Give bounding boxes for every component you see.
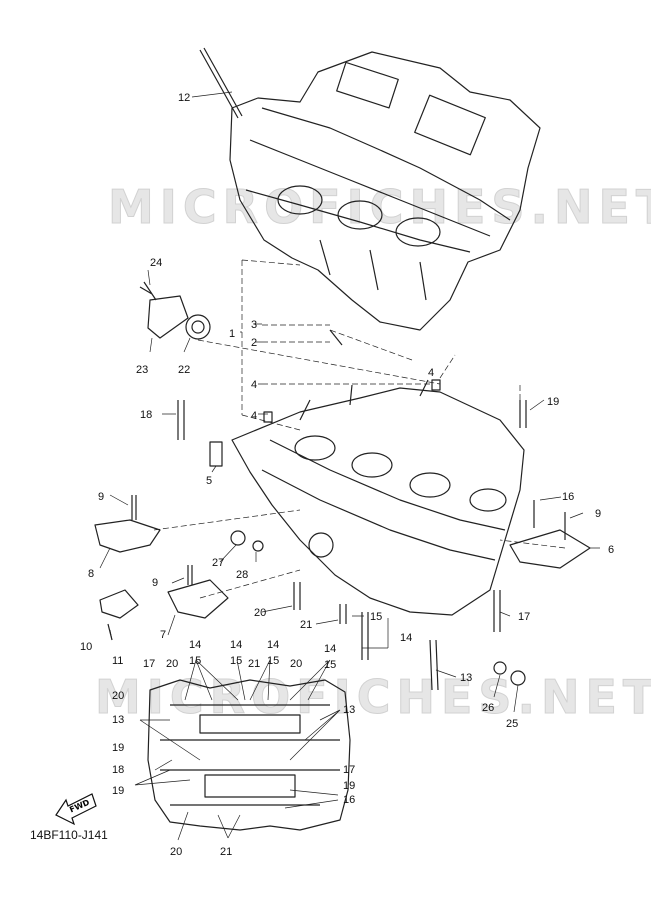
callout-4b: 4 xyxy=(251,410,257,422)
callout-5: 5 xyxy=(206,475,212,487)
callout-14-c: 14 xyxy=(267,639,279,651)
dowel-4 xyxy=(431,379,441,391)
callout-21-mid: 21 xyxy=(300,619,312,631)
callout-18-bottom: 18 xyxy=(112,764,124,776)
callout-4c: 4 xyxy=(428,367,434,379)
lower-crankcase xyxy=(231,387,525,616)
bolt-9a xyxy=(131,495,137,520)
callout-8: 8 xyxy=(88,568,94,580)
bolt-9b xyxy=(187,565,193,585)
watermark-bottom: MICROFICHES.NET xyxy=(94,670,651,725)
callout-27: 27 xyxy=(212,557,224,569)
callout-16-top: 16 xyxy=(562,491,574,503)
callout-15-a: 15 xyxy=(189,655,201,667)
stud-bolt xyxy=(199,47,243,119)
jet-2 xyxy=(329,329,343,346)
callout-16-bottom: 16 xyxy=(343,794,355,806)
bolt-14 xyxy=(361,612,369,660)
callout-9b: 9 xyxy=(595,508,601,520)
callout-2: 2 xyxy=(251,337,257,349)
callout-10: 10 xyxy=(80,641,92,653)
callout-21-a: 21 xyxy=(248,658,260,670)
callout-20-d: 20 xyxy=(170,846,182,858)
bolt-20 xyxy=(293,582,301,610)
plate-6 xyxy=(509,529,591,569)
crankcase-bottom-view xyxy=(147,679,351,831)
callout-17-bottom-right: 17 xyxy=(343,764,355,776)
callout-19-a: 19 xyxy=(112,742,124,754)
callout-24: 24 xyxy=(150,257,162,269)
plate-8 xyxy=(94,519,161,553)
callout-14-b: 14 xyxy=(230,639,242,651)
callout-6: 6 xyxy=(608,544,614,556)
callout-20-mid: 20 xyxy=(254,607,266,619)
plate-7 xyxy=(167,579,229,619)
callout-1: 1 xyxy=(229,328,235,340)
callout-14-a: 14 xyxy=(189,639,201,651)
callout-15-b: 15 xyxy=(230,655,242,667)
bolt-24 xyxy=(139,281,157,301)
callout-11: 11 xyxy=(112,655,123,667)
callout-14-mid: 14 xyxy=(400,632,412,644)
callout-25: 25 xyxy=(506,718,518,730)
callout-9c: 9 xyxy=(152,577,158,589)
callout-15-d: 15 xyxy=(324,659,336,671)
callout-17-bottom-left: 17 xyxy=(143,658,155,670)
callout-20-a: 20 xyxy=(166,658,178,670)
bolt-21 xyxy=(339,604,347,624)
callout-18-top: 18 xyxy=(140,409,152,421)
callout-20-b: 20 xyxy=(290,658,302,670)
callout-3: 3 xyxy=(251,319,257,331)
callout-19-c: 19 xyxy=(343,780,355,792)
callout-4a: 4 xyxy=(251,379,257,391)
callout-13-left: 13 xyxy=(112,714,124,726)
plug-27 xyxy=(230,530,246,546)
callout-22: 22 xyxy=(178,364,190,376)
bracket-23 xyxy=(147,295,189,339)
callout-28: 28 xyxy=(236,569,248,581)
callout-13-mid: 13 xyxy=(460,672,472,684)
bolt-17 xyxy=(493,590,501,632)
bracket-10 xyxy=(99,589,139,619)
plug-5 xyxy=(209,441,223,467)
callout-26: 26 xyxy=(482,702,494,714)
callout-23: 23 xyxy=(136,364,148,376)
callout-20-c: 20 xyxy=(112,690,124,702)
callout-13-right: 13 xyxy=(343,704,355,716)
callout-15-mid: 15 xyxy=(370,611,382,623)
callout-17-mid: 17 xyxy=(518,611,530,623)
callout-12: 12 xyxy=(178,92,190,104)
bolt-18 xyxy=(177,400,185,440)
callout-21-b: 21 xyxy=(220,846,232,858)
bolt-13 xyxy=(429,639,439,691)
oil-seal xyxy=(185,314,211,340)
watermark-top: MICROFICHES.NET xyxy=(107,180,651,235)
callout-19-top: 19 xyxy=(547,396,559,408)
callout-19-b: 19 xyxy=(112,785,124,797)
upper-crankcase xyxy=(229,51,541,331)
gasket-28 xyxy=(252,540,264,552)
plug-25 xyxy=(510,670,526,686)
diagram-reference-code: 14BF110-J141 xyxy=(30,828,108,842)
gasket-26 xyxy=(493,661,507,675)
fwd-arrow-icon: FWD xyxy=(55,793,97,826)
callout-14-d: 14 xyxy=(324,643,336,655)
callout-7: 7 xyxy=(160,629,166,641)
callout-9a: 9 xyxy=(98,491,104,503)
bolt-19 xyxy=(519,400,527,428)
callout-15-c: 15 xyxy=(267,655,279,667)
